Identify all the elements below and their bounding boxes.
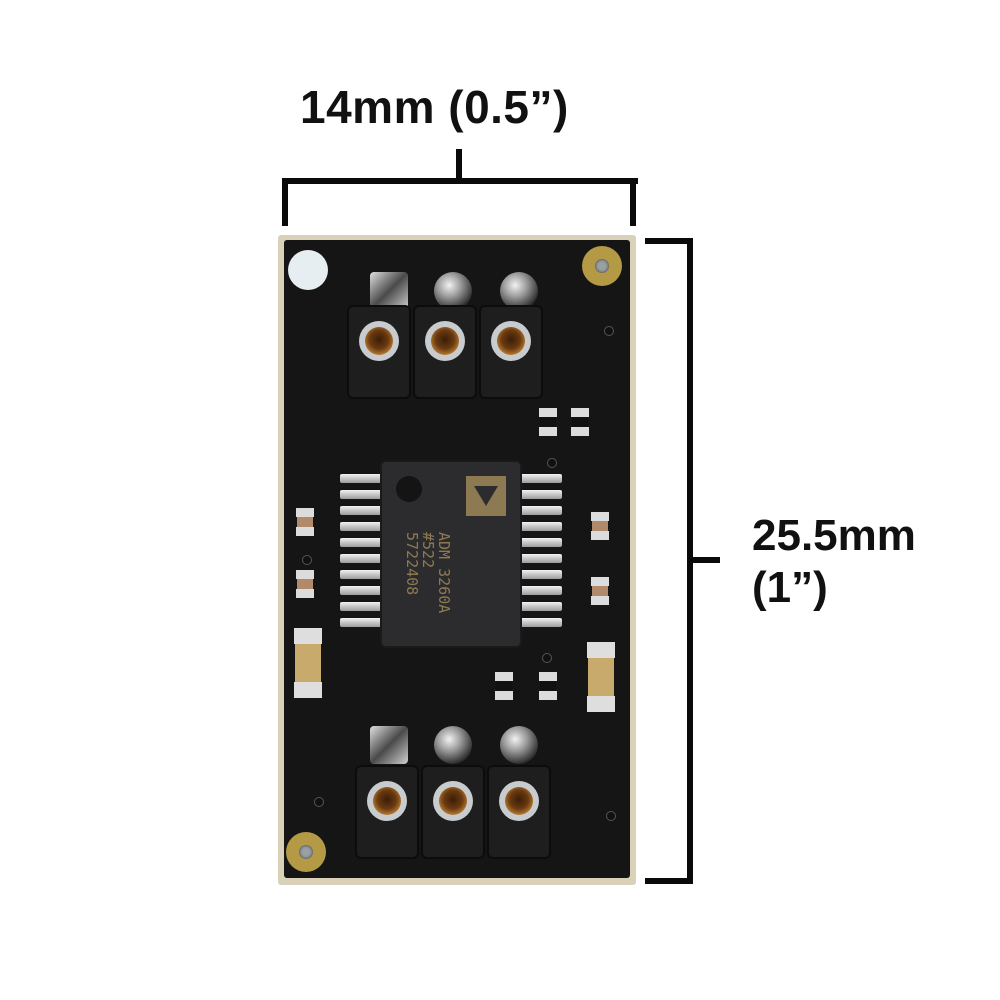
header-pin-2-bottom (434, 726, 472, 764)
width-bracket-left (282, 178, 288, 226)
width-dimension-label: 14mm (0.5”) (300, 81, 569, 133)
chip-marking: ADM 3260A #522 5722408 (403, 532, 453, 614)
header-socket (347, 305, 411, 399)
chip-pins-right (518, 474, 562, 634)
header-socket (479, 305, 543, 399)
mounting-hole-bottom-left (286, 832, 326, 872)
smd-capacitor (587, 642, 615, 712)
header-socket (421, 765, 485, 859)
height-bracket-tick (690, 557, 720, 563)
width-bracket-tick (456, 149, 462, 181)
smd-resistor (296, 570, 314, 598)
analog-devices-logo-icon (466, 476, 506, 516)
header-pin-1-top (370, 272, 408, 310)
via (547, 458, 557, 468)
chip-pins-left (340, 474, 384, 634)
smd-resistor (495, 672, 513, 700)
header-pin-2-top (434, 272, 472, 310)
width-bracket-right (630, 178, 636, 226)
mounting-hole-top-right (582, 246, 622, 286)
header-socket (413, 305, 477, 399)
smd-capacitor (294, 628, 322, 698)
smd-resistor (591, 512, 609, 540)
fiducial-marker (288, 250, 328, 290)
via (604, 326, 614, 336)
top-female-header (347, 305, 545, 399)
header-pin-3-bottom (500, 726, 538, 764)
height-metric: 25.5mm (752, 511, 916, 560)
via (606, 811, 616, 821)
height-dimension-label: 25.5mm (1”) (752, 510, 916, 614)
smd-resistor (539, 408, 557, 436)
header-pin-3-top (500, 272, 538, 310)
smd-resistor (571, 408, 589, 436)
smd-resistor (539, 672, 557, 700)
header-socket (355, 765, 419, 859)
via (314, 797, 324, 807)
via (542, 653, 552, 663)
bottom-female-header (355, 765, 553, 859)
smd-resistor (591, 577, 609, 605)
pin1-indicator (396, 476, 422, 502)
height-imperial: (1”) (752, 563, 828, 612)
height-bracket-bottom (645, 878, 693, 884)
via (302, 555, 312, 565)
height-bracket-top (645, 238, 693, 244)
header-pin-1-bottom (370, 726, 408, 764)
isolator-ic-chip: ADM 3260A #522 5722408 (382, 462, 520, 646)
width-bracket-horizontal (282, 178, 638, 184)
smd-resistor (296, 508, 314, 536)
header-socket (487, 765, 551, 859)
